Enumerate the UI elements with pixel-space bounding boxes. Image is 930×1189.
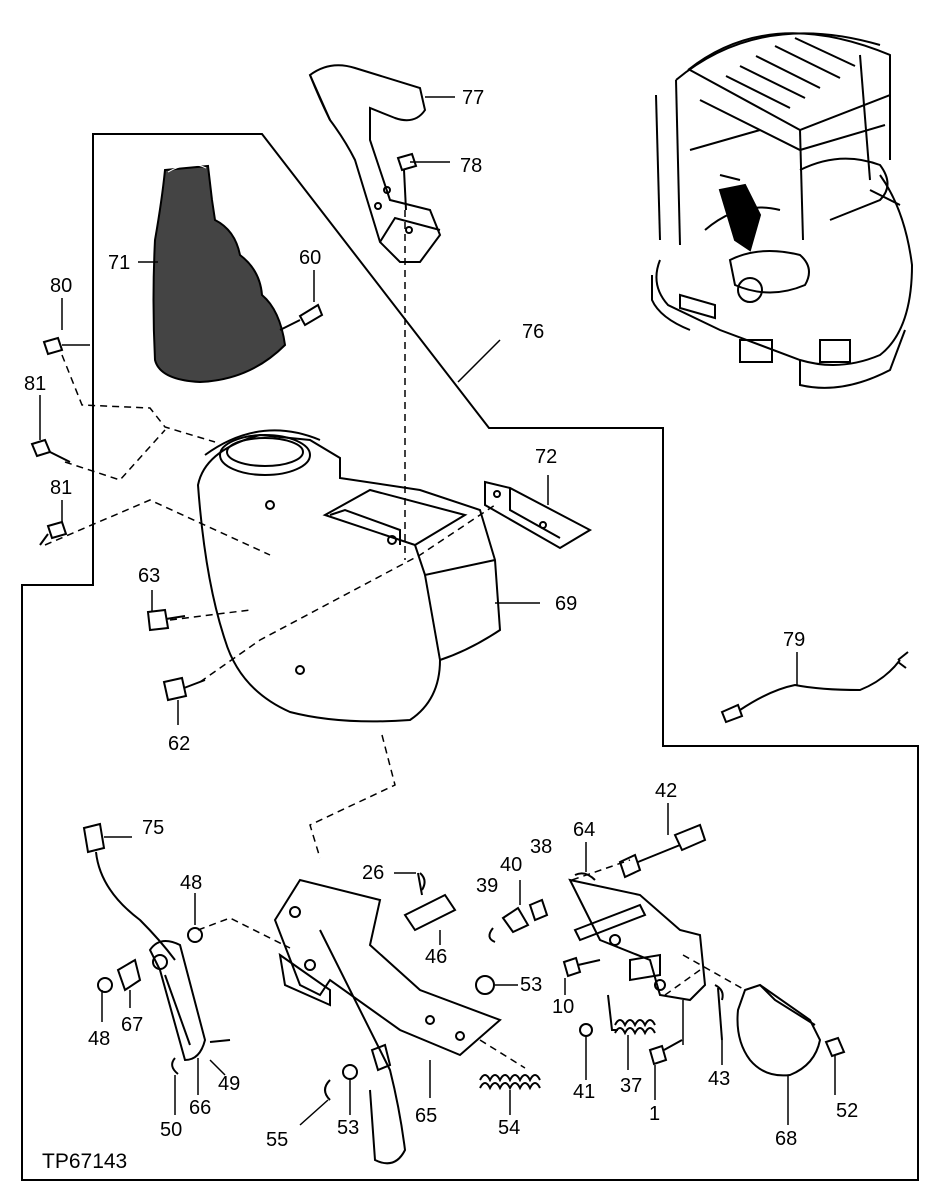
part-number-48: 48: [180, 872, 202, 894]
lever-assembly-lower: [82, 822, 846, 1165]
part-number-42: 42: [655, 780, 677, 802]
part-number-callouts: 77 78 71 60 80 76 81 81 72 63 69 62 79 7…: [24, 87, 858, 1151]
part-number-62: 62: [168, 733, 190, 755]
part-number-60: 60: [299, 247, 321, 269]
part-number-64: 64: [573, 819, 595, 841]
part-number-49: 49: [218, 1073, 240, 1095]
part-number-39: 39: [476, 875, 498, 897]
rubber-boot-part-71: [152, 164, 287, 384]
part-number-68: 68: [775, 1128, 797, 1150]
part-number-67: 67: [121, 1014, 143, 1036]
part-number-10: 10: [552, 996, 574, 1018]
part-number-78: 78: [460, 155, 482, 177]
console-cover-part-69: [196, 429, 502, 723]
part-number-50: 50: [160, 1119, 182, 1141]
part-number-81: 81: [24, 373, 46, 395]
part-number-26: 26: [362, 862, 384, 884]
part-number-37: 37: [620, 1075, 642, 1097]
part-number-53: 53: [520, 974, 542, 996]
part-number-52: 52: [836, 1100, 858, 1122]
handle-part-77: [308, 64, 442, 263]
part-number-43: 43: [708, 1068, 730, 1090]
assembly-dashed-lines: [44, 210, 746, 1069]
part-number-53: 53: [337, 1117, 359, 1139]
bracket-part-72: [484, 480, 593, 550]
wire-harness-part-79: [720, 651, 909, 724]
part-number-72: 72: [535, 446, 557, 468]
part-number-77: 77: [462, 87, 484, 109]
part-number-66: 66: [189, 1097, 211, 1119]
bolt-part-78: [396, 152, 418, 211]
excavator-overview-illustration: [651, 32, 914, 389]
assembly-boundary-outline: [21, 133, 919, 1181]
part-number-46: 46: [425, 946, 447, 968]
figure-id: TP67143: [42, 1150, 127, 1173]
part-number-69: 69: [555, 593, 577, 615]
part-number-40: 40: [500, 854, 522, 876]
part-number-38: 38: [530, 836, 552, 858]
part-number-71: 71: [108, 252, 130, 274]
bolts-part-62-63: [146, 608, 206, 702]
part-number-81: 81: [50, 477, 72, 499]
part-number-48: 48: [88, 1028, 110, 1050]
part-number-65: 65: [415, 1105, 437, 1127]
part-number-76: 76: [522, 321, 544, 343]
part-number-1: 1: [649, 1103, 660, 1125]
part-number-54: 54: [498, 1117, 520, 1139]
part-number-63: 63: [138, 565, 160, 587]
part-number-55: 55: [266, 1129, 288, 1151]
leader-lines: [39, 96, 836, 1126]
part-number-75: 75: [142, 817, 164, 839]
screw-part-60: [279, 303, 324, 331]
part-number-41: 41: [573, 1081, 595, 1103]
screws-part-80-81: [30, 336, 71, 546]
part-number-79: 79: [783, 629, 805, 651]
part-number-80: 80: [50, 275, 72, 297]
